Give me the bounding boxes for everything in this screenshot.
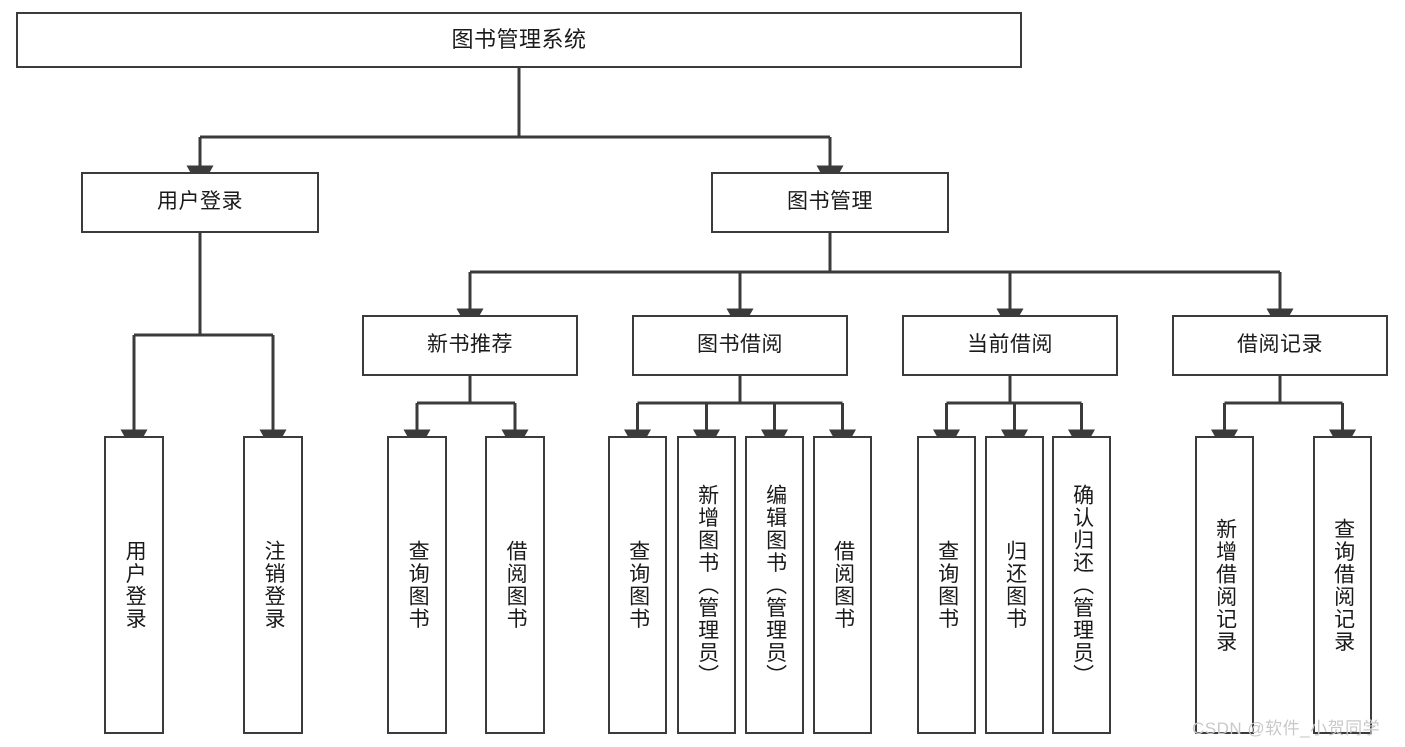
node-leaf-borrow-book-2[interactable]: 借阅图书 [813,436,872,734]
node-user-login[interactable]: 用户登录 [81,172,319,233]
node-label: 查询借阅记录 [1331,517,1355,653]
node-label: 新增图书（管理员） [695,483,719,687]
node-label: 当前借阅 [967,333,1053,357]
node-borrow-record[interactable]: 借阅记录 [1172,315,1388,376]
node-label: 用户登录 [157,190,243,214]
node-leaf-query-book-2[interactable]: 查询图书 [608,436,667,734]
node-leaf-edit-book[interactable]: 编辑图书（管理员） [745,436,804,734]
node-label: 新增借阅记录 [1213,517,1237,653]
node-new-book-recommend[interactable]: 新书推荐 [362,315,578,376]
node-book-borrow[interactable]: 图书借阅 [632,315,848,376]
node-label: 借阅图书 [504,540,528,630]
node-label: 新书推荐 [427,333,513,357]
node-leaf-borrow-book-1[interactable]: 借阅图书 [485,436,545,734]
node-leaf-query-book-3[interactable]: 查询图书 [917,436,976,734]
csdn-watermark: CSDN @软件_小贺同学 [1192,719,1381,738]
node-book-manage[interactable]: 图书管理 [711,172,949,233]
node-label: 图书管理系统 [451,27,587,53]
node-label: 注销登录 [262,540,286,630]
node-label: 编辑图书（管理员） [763,483,787,687]
node-leaf-user-login[interactable]: 用户登录 [104,436,164,734]
node-root[interactable]: 图书管理系统 [16,12,1022,68]
node-label: 用户登录 [123,540,147,630]
node-leaf-confirm-return[interactable]: 确认归还（管理员） [1052,436,1111,734]
node-leaf-query-book-1[interactable]: 查询图书 [387,436,447,734]
node-current-borrow[interactable]: 当前借阅 [902,315,1118,376]
node-label: 借阅图书 [831,540,855,630]
node-label: 借阅记录 [1237,333,1323,357]
connector-group [120,68,1356,454]
node-label: 图书管理 [787,190,873,214]
node-leaf-add-record[interactable]: 新增借阅记录 [1195,436,1254,734]
node-leaf-return-book[interactable]: 归还图书 [985,436,1044,734]
node-label: 查询图书 [935,540,959,630]
node-leaf-logout[interactable]: 注销登录 [243,436,303,734]
node-label: 查询图书 [406,540,430,630]
node-label: 确认归还（管理员） [1070,483,1094,687]
node-label: 查询图书 [626,540,650,630]
node-leaf-add-book[interactable]: 新增图书（管理员） [677,436,736,734]
node-label: 图书借阅 [697,333,783,357]
node-leaf-query-record[interactable]: 查询借阅记录 [1313,436,1372,734]
node-label: 归还图书 [1003,540,1027,630]
